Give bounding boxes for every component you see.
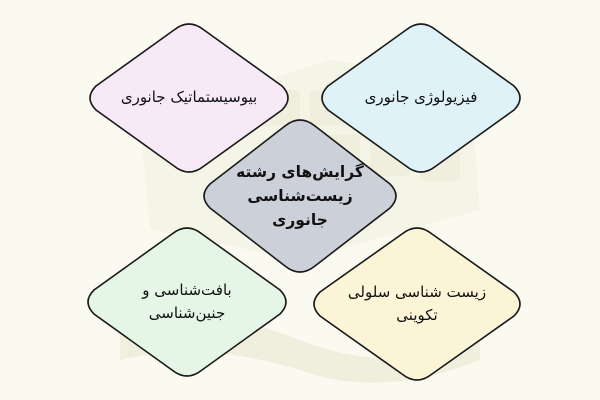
diamond-shape xyxy=(313,227,521,381)
diamond-outline xyxy=(313,227,521,381)
node-biosystematics: بیوسیستماتیک جانوری xyxy=(82,18,296,178)
node-center-topic: گرایش‌های رشته زیست‌شناسی جانوری xyxy=(196,114,404,278)
diamond-shape xyxy=(203,119,397,273)
center-label: گرایش‌های رشته زیست‌شناسی جانوری xyxy=(236,162,364,229)
diamond-outline xyxy=(87,227,287,377)
diamond-shape xyxy=(87,227,287,377)
diamond-outline xyxy=(321,23,521,173)
node-label: بیوسیستماتیک جانوری xyxy=(120,88,258,107)
diamond-outline xyxy=(89,23,289,173)
diamond-outline xyxy=(203,119,397,273)
diamond-shape xyxy=(89,23,289,173)
node-label: فیزیولوژی جانوری xyxy=(364,88,478,107)
node-histology-embryology: بافت‌شناسی و جنین‌شناسی xyxy=(80,222,294,382)
node-label: زیست شناسی سلولی تکوینی xyxy=(347,282,487,324)
node-label: بافت‌شناسی و جنین‌شناسی xyxy=(142,280,232,322)
node-physiology: فیزیولوژی جانوری xyxy=(314,18,528,178)
node-cell-developmental-biology: زیست شناسی سلولی تکوینی xyxy=(306,222,528,386)
diamond-shape xyxy=(321,23,521,173)
